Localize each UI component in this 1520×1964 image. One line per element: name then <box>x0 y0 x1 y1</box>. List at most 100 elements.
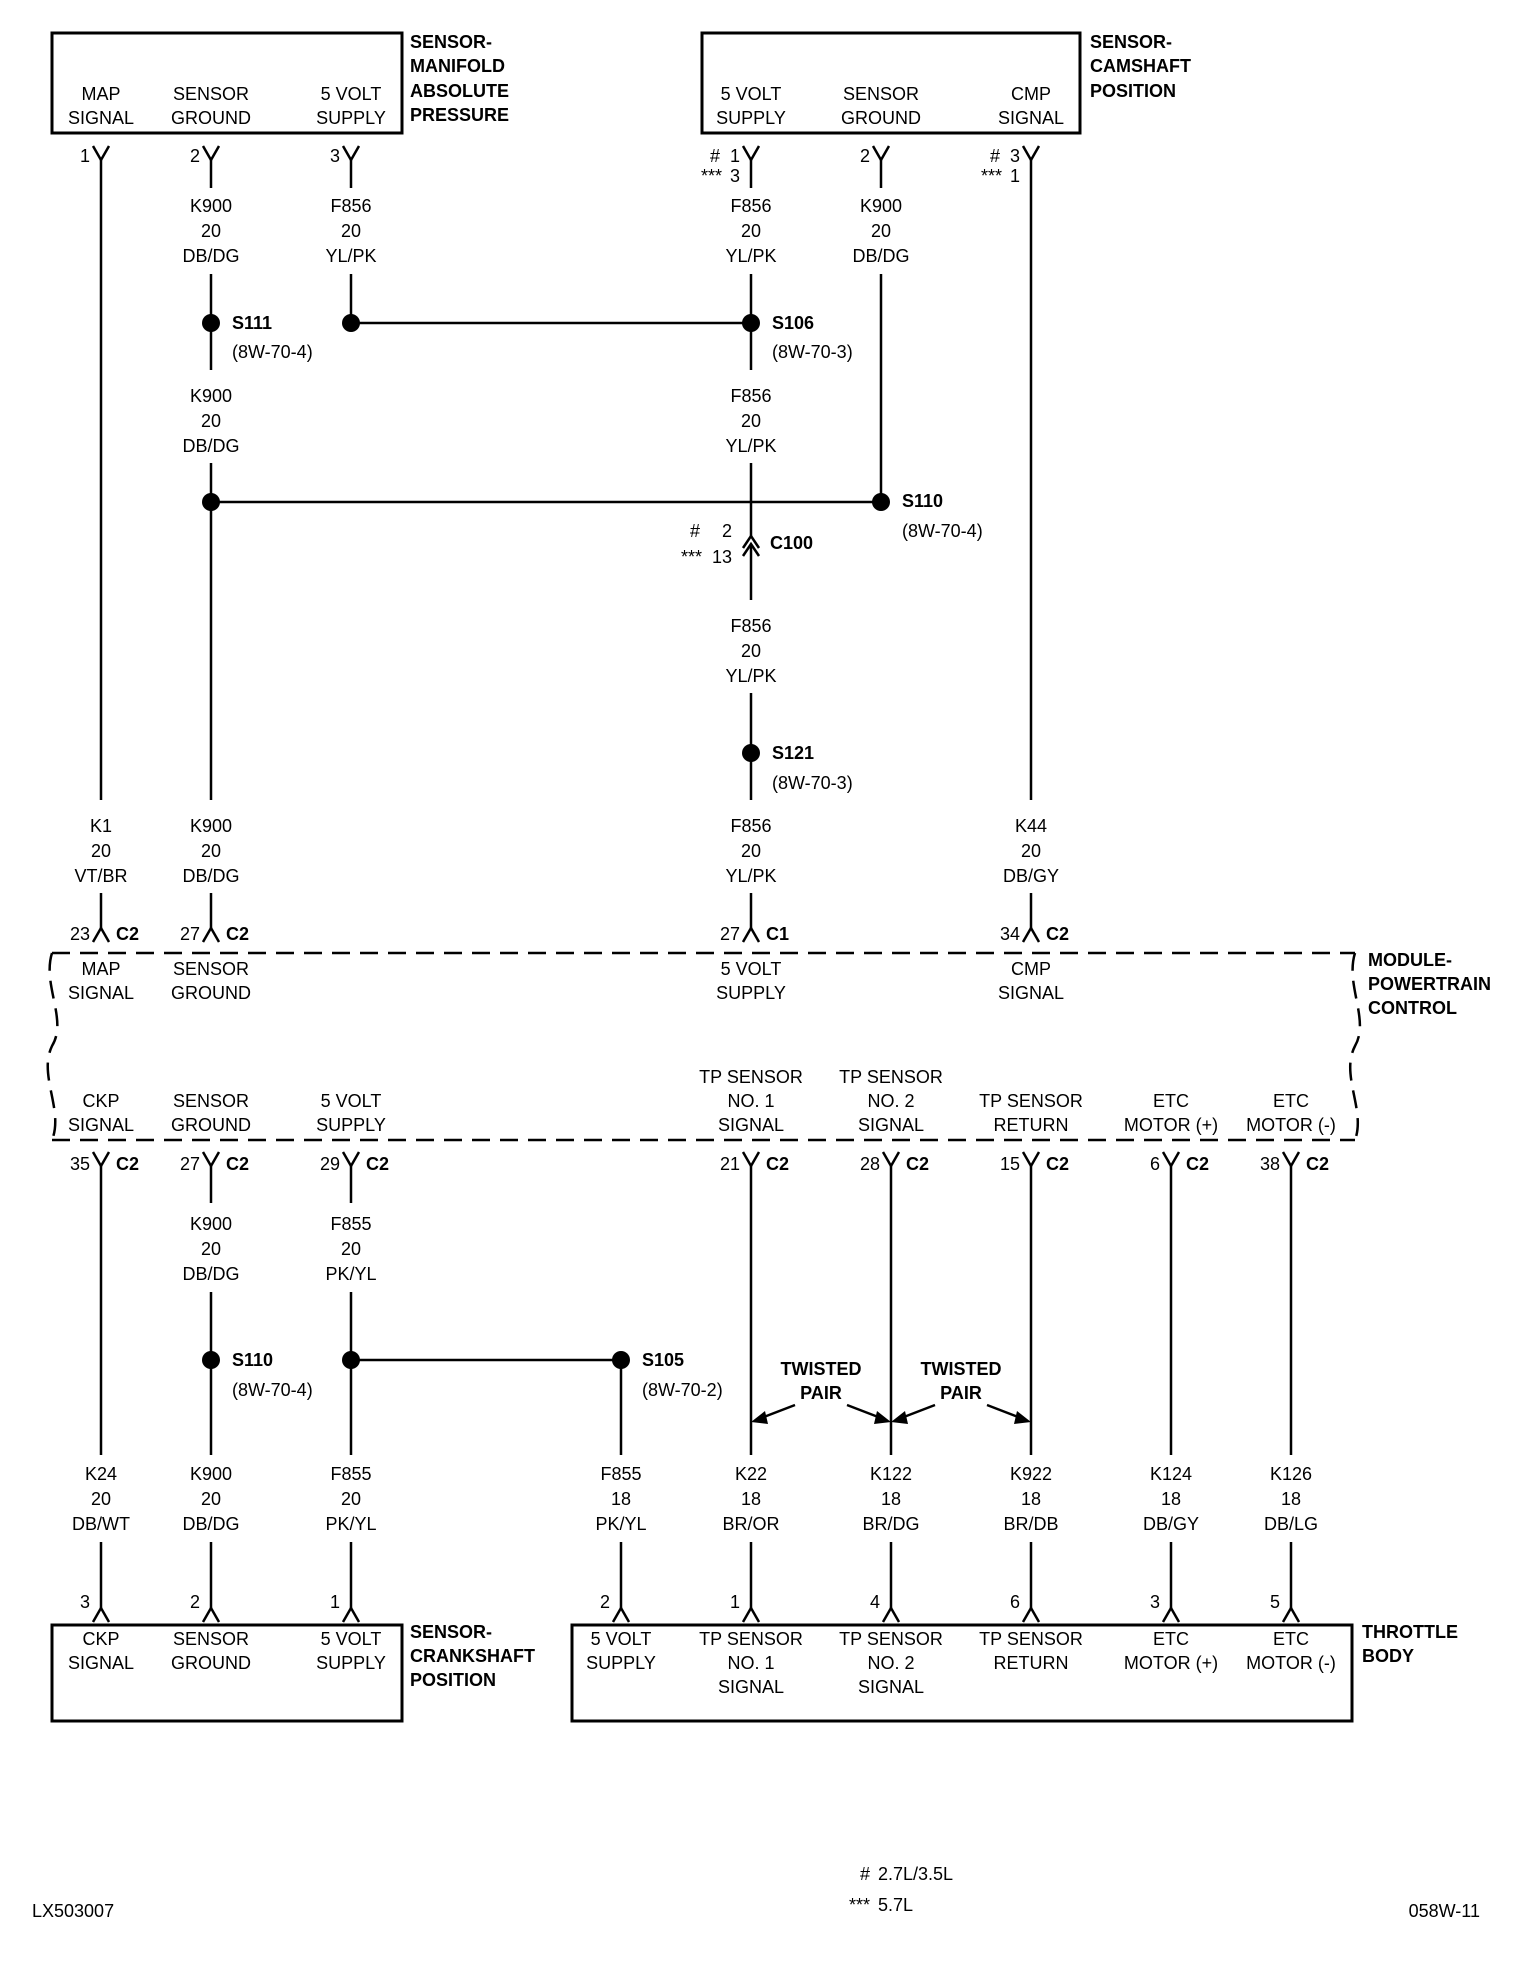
map-ground-pin-label: SENSOR GROUND <box>171 84 251 128</box>
svg-text:K44: K44 <box>1015 816 1047 836</box>
svg-text:PRESSURE: PRESSURE <box>410 105 509 125</box>
svg-text:GROUND: GROUND <box>171 1653 251 1673</box>
map-signal-wire-label: K1 20 VT/BR <box>74 816 127 886</box>
map-pin-3: 3 <box>330 146 340 166</box>
pcm-top-pin-27-conn: C2 <box>226 924 249 944</box>
legend-hash-mark: # <box>690 521 700 541</box>
svg-text:DB/DG: DB/DG <box>182 246 239 266</box>
svg-text:YL/PK: YL/PK <box>725 246 776 266</box>
legend-hash-text: 2.7L/3.5L <box>878 1864 953 1884</box>
pcm-bottom-pin-21-conn: C2 <box>766 1154 789 1174</box>
svg-text:CKP: CKP <box>82 1091 119 1111</box>
svg-text:MAP: MAP <box>81 84 120 104</box>
svg-text:TP SENSOR: TP SENSOR <box>979 1091 1083 1111</box>
twisted-pair-label-2: TWISTED PAIR <box>921 1359 1002 1403</box>
twisted-pair-arrows <box>751 1403 1031 1424</box>
cmp-pin-1-connector <box>741 145 761 163</box>
svg-text:TP SENSOR: TP SENSOR <box>699 1629 803 1649</box>
tb-pin-6-connector <box>1021 1605 1041 1623</box>
pcm-bottom-pin-21-connector <box>741 1151 761 1169</box>
pcm-bottom-pin-28-connector <box>881 1151 901 1169</box>
svg-text:SENSOR: SENSOR <box>173 1091 249 1111</box>
pcm-left-border <box>46 952 59 1141</box>
cmp-pin-3-alt: 1 <box>1010 166 1020 186</box>
throttle-body-box <box>570 1623 1354 1723</box>
svg-text:DB/GY: DB/GY <box>1003 866 1059 886</box>
svg-text:TWISTED: TWISTED <box>781 1359 862 1379</box>
tb-5v-pin-label: 5 VOLT SUPPLY <box>586 1629 656 1673</box>
pcm-bottom-pin-27-conn: C2 <box>226 1154 249 1174</box>
svg-text:18: 18 <box>1281 1489 1301 1509</box>
svg-text:DB/DG: DB/DG <box>182 866 239 886</box>
svg-text:18: 18 <box>741 1489 761 1509</box>
pcm-bottom-pin-15-conn: C2 <box>1046 1154 1069 1174</box>
splice-s106-name: S106 <box>772 313 814 333</box>
svg-text:BODY: BODY <box>1362 1646 1414 1666</box>
svg-text:K922: K922 <box>1010 1464 1052 1484</box>
pcm-bottom-pin-35-conn: C2 <box>116 1154 139 1174</box>
svg-text:F856: F856 <box>330 196 371 216</box>
tb-pin-2: 2 <box>600 1592 610 1612</box>
svg-text:K900: K900 <box>860 196 902 216</box>
svg-text:F856: F856 <box>730 616 771 636</box>
pcm-bottom-pin-15-connector <box>1021 1151 1041 1169</box>
svg-text:18: 18 <box>881 1489 901 1509</box>
etc-neg-wire-label: K126 18 DB/LG <box>1264 1464 1318 1534</box>
svg-text:20: 20 <box>741 841 761 861</box>
svg-text:RETURN: RETURN <box>994 1115 1069 1135</box>
pcm-bottom-pin-27-connector <box>201 1151 221 1169</box>
cmp-pin-1: 1 <box>730 146 740 166</box>
c100-connector-top <box>741 533 761 549</box>
drawing-id-right: 058W-11 <box>1409 1901 1480 1921</box>
svg-text:20: 20 <box>341 1489 361 1509</box>
splice-s110-top-dot <box>872 493 890 511</box>
svg-text:SIGNAL: SIGNAL <box>998 983 1064 1003</box>
svg-text:SUPPLY: SUPPLY <box>316 1115 386 1135</box>
splice-s110-top-ref: (8W-70-4) <box>902 521 983 541</box>
legend: # 2.7L/3.5L *** 5.7L <box>849 1864 953 1915</box>
c100-pin-a: 2 <box>722 521 732 541</box>
svg-text:SENSOR: SENSOR <box>843 84 919 104</box>
ckp-sensor-title: SENSOR- CRANKSHAFT POSITION <box>410 1622 535 1690</box>
cmp-pin-2: 2 <box>860 146 870 166</box>
cmp-5v-pin-label: 5 VOLT SUPPLY <box>716 84 786 128</box>
pcm-top-sensor-ground-label: SENSOR GROUND <box>171 959 251 1003</box>
tb-tp1-pin-label: TP SENSOR NO. 1 SIGNAL <box>699 1629 803 1697</box>
map-sensor-box <box>50 31 404 135</box>
svg-text:DB/WT: DB/WT <box>72 1514 130 1534</box>
svg-text:5 VOLT: 5 VOLT <box>591 1629 652 1649</box>
svg-text:20: 20 <box>341 221 361 241</box>
svg-text:5 VOLT: 5 VOLT <box>321 1091 382 1111</box>
svg-text:SENSOR-: SENSOR- <box>410 1622 492 1642</box>
pcm-top-5v-supply-label: 5 VOLT SUPPLY <box>716 959 786 1003</box>
map-signal-pin-label: MAP SIGNAL <box>68 84 134 128</box>
svg-text:SENSOR: SENSOR <box>173 1629 249 1649</box>
svg-text:TP SENSOR: TP SENSOR <box>699 1067 803 1087</box>
svg-text:K122: K122 <box>870 1464 912 1484</box>
svg-text:ABSOLUTE: ABSOLUTE <box>410 81 509 101</box>
svg-text:SIGNAL: SIGNAL <box>718 1677 784 1697</box>
cmp-ground-pin-label: SENSOR GROUND <box>841 84 921 128</box>
svg-text:SUPPLY: SUPPLY <box>316 108 386 128</box>
pcm-bottom-pin-29-conn: C2 <box>366 1154 389 1174</box>
svg-text:MOTOR (-): MOTOR (-) <box>1246 1115 1336 1135</box>
svg-text:GROUND: GROUND <box>171 108 251 128</box>
pcm-bottom-pin-6-conn: C2 <box>1186 1154 1209 1174</box>
svg-text:BR/OR: BR/OR <box>722 1514 779 1534</box>
svg-text:K900: K900 <box>190 816 232 836</box>
svg-text:5 VOLT: 5 VOLT <box>321 1629 382 1649</box>
tp-return-wire-label: K922 18 BR/DB <box>1003 1464 1058 1534</box>
tb-pin-1-connector <box>741 1605 761 1623</box>
pcm-top-pin-27-c1-connector <box>741 925 761 943</box>
cmp-pin-2-connector <box>871 145 891 163</box>
svg-text:SIGNAL: SIGNAL <box>68 108 134 128</box>
legend-stars-mark: *** <box>681 547 702 567</box>
pcm-bottom-pin-6-connector <box>1161 1151 1181 1169</box>
svg-text:MANIFOLD: MANIFOLD <box>410 56 505 76</box>
svg-text:YL/PK: YL/PK <box>725 436 776 456</box>
svg-text:SENSOR-: SENSOR- <box>410 32 492 52</box>
ckp-pin-1-connector <box>341 1605 361 1623</box>
svg-text:SUPPLY: SUPPLY <box>586 1653 656 1673</box>
tp1-wire-label: K22 18 BR/OR <box>722 1464 779 1534</box>
svg-text:TP SENSOR: TP SENSOR <box>979 1629 1083 1649</box>
